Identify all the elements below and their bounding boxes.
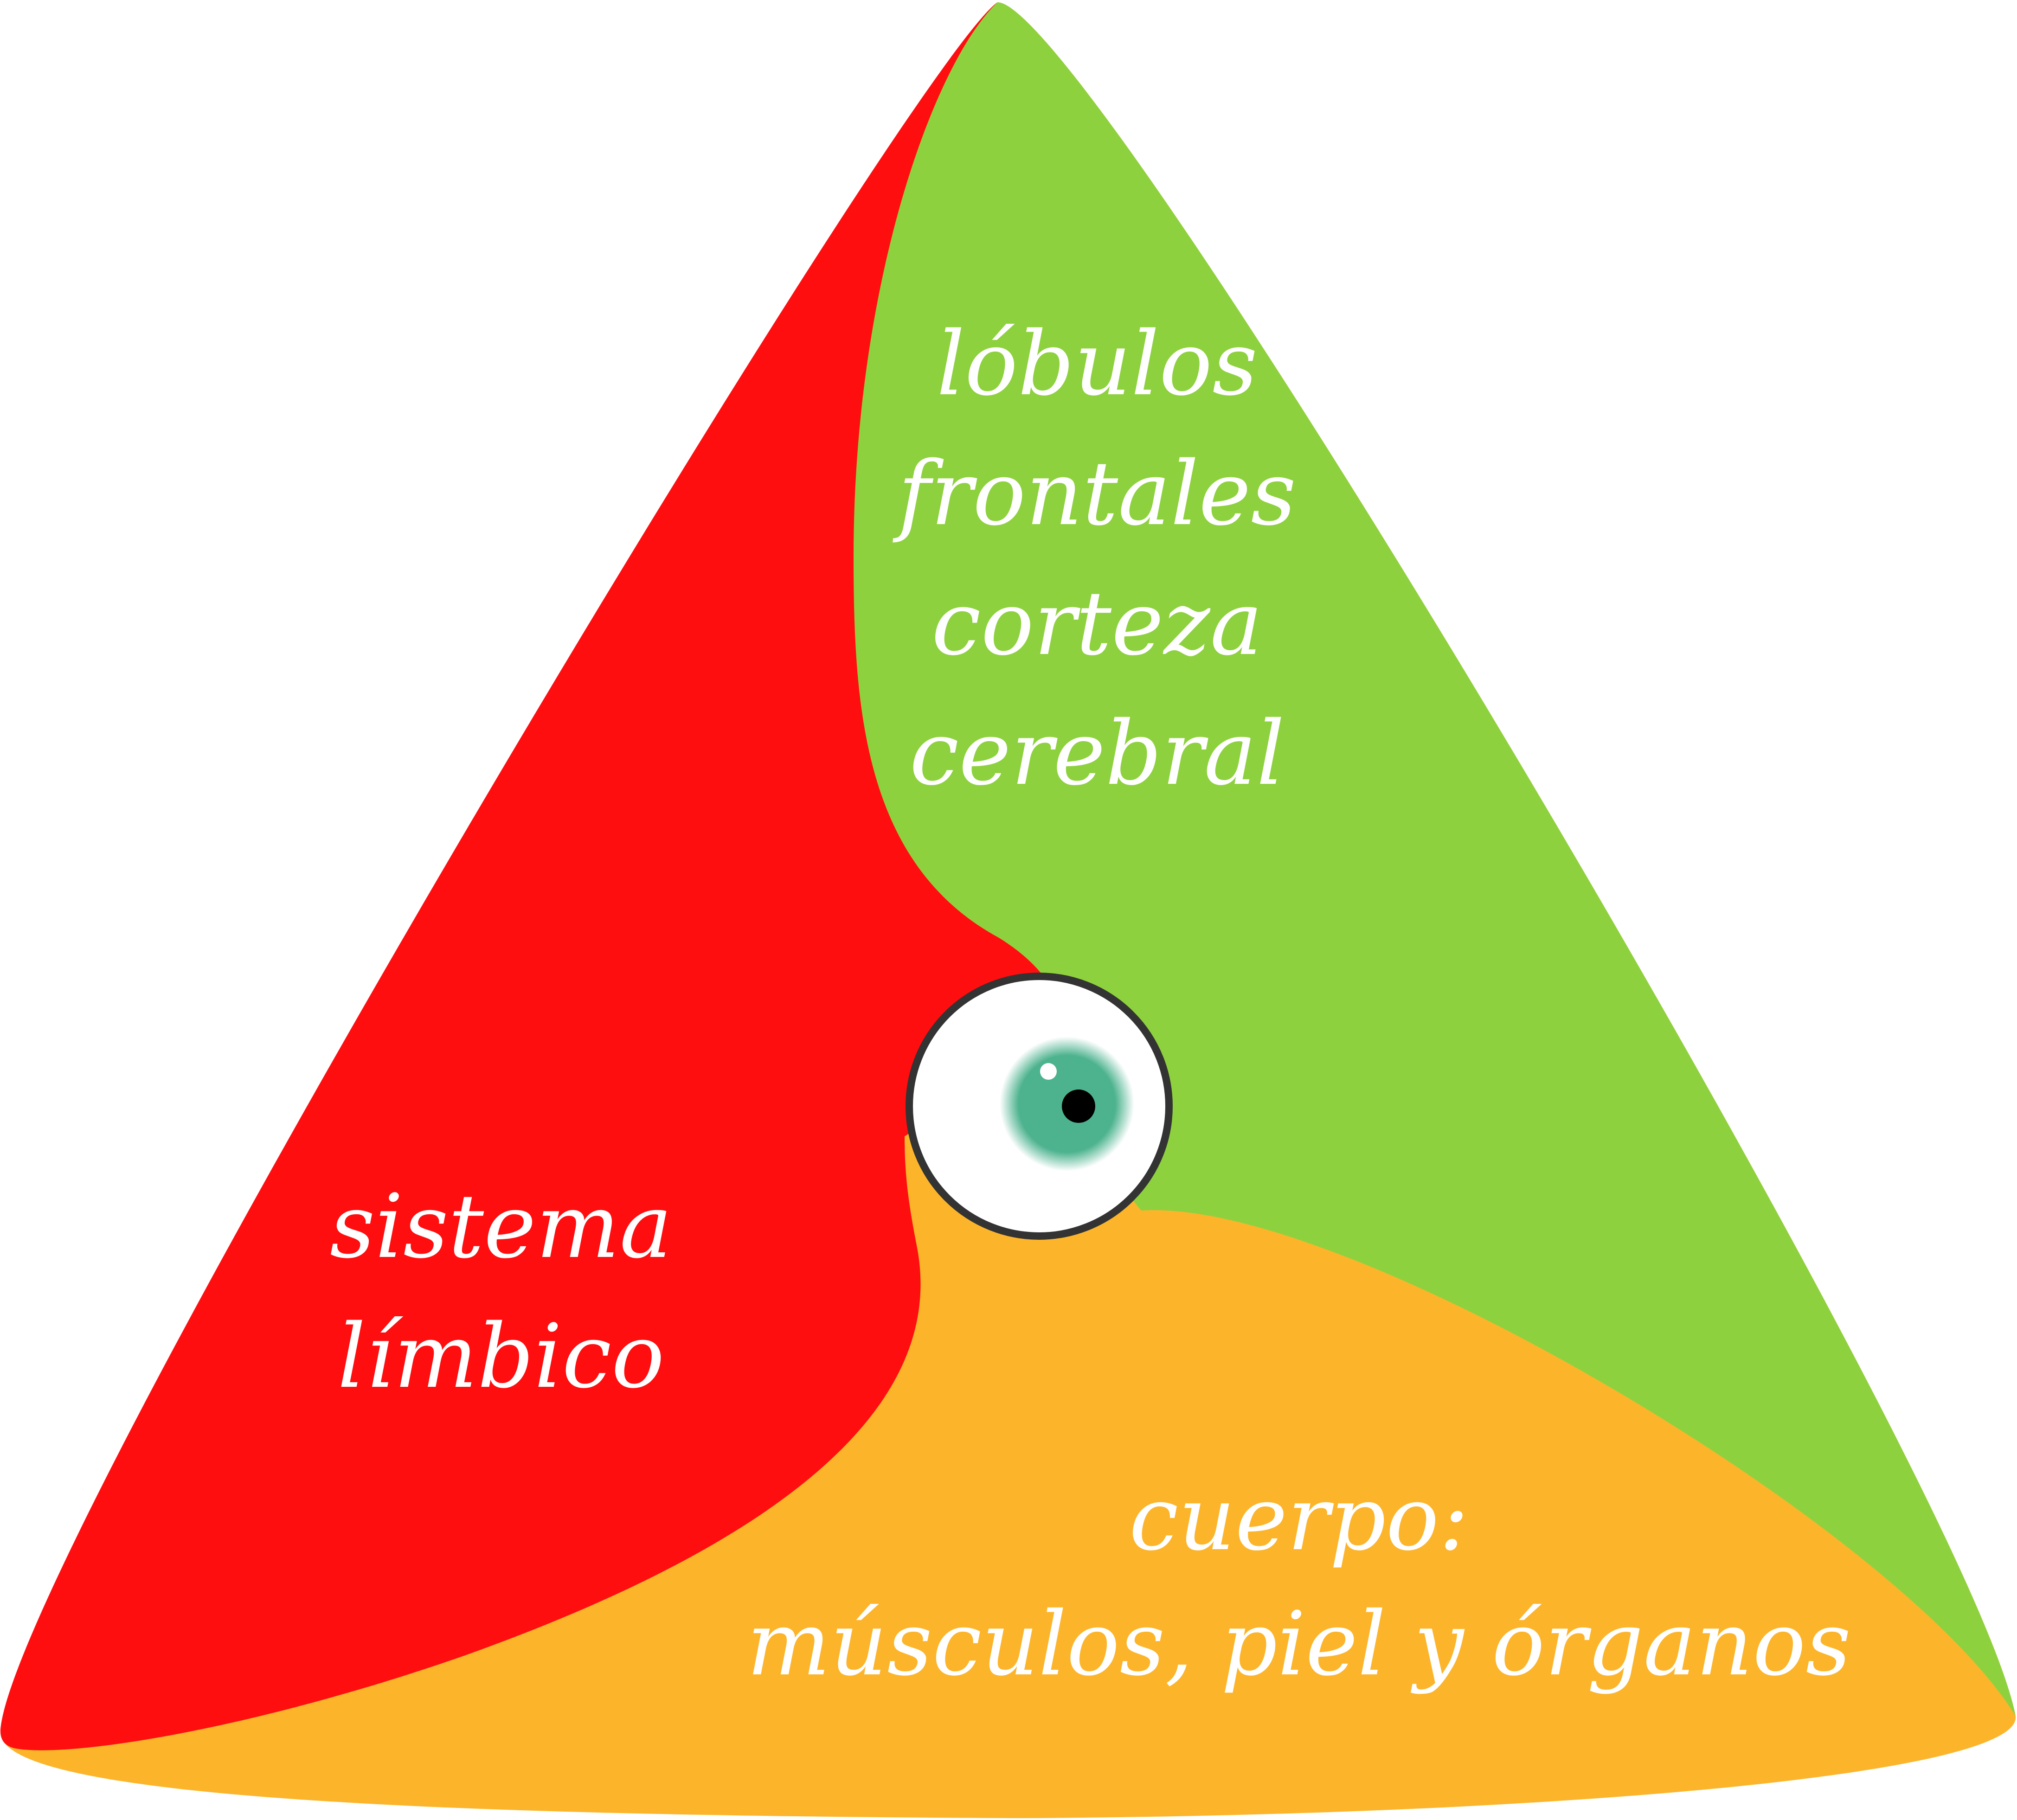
frontal-label-line-4: cerebral — [910, 702, 1285, 805]
frontal-label-line-1: lóbulos — [937, 313, 1258, 415]
frontal-label-line-3: corteza — [931, 572, 1263, 675]
frontal-region — [854, 2, 2016, 1717]
body-label-line-2: músculos, piel y órganos — [747, 1593, 1851, 1695]
eye-highlight — [1040, 1063, 1057, 1080]
limbic-label-line-2: límbico — [338, 1305, 665, 1408]
frontal-label-line-2: frontales — [893, 442, 1296, 545]
eye-pupil — [1062, 1089, 1095, 1123]
eye-icon — [906, 973, 1173, 1240]
body-label-line-1: cuerpo: — [1129, 1468, 1469, 1570]
frontal-label: lóbulos frontales corteza cerebral — [893, 313, 1296, 805]
limbic-region — [0, 2, 1058, 1750]
limbic-label-line-1: sistema — [330, 1175, 672, 1278]
body-label: cuerpo: músculos, piel y órganos — [747, 1468, 1851, 1695]
limbic-label: sistema límbico — [330, 1175, 672, 1408]
